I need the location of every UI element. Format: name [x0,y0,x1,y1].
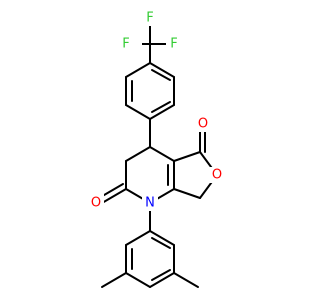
bonds [98,25,218,288]
bond-ar3-inner [151,269,171,281]
bond-ar1-inner [151,237,171,249]
structure-canvas: F F F O O O N [88,10,225,288]
atom-n: N [145,196,155,211]
bond-methyl-right [173,272,199,288]
bond-c2-o-a [101,188,127,204]
atom-f1: F [122,37,129,52]
atom-o-amide-carbonyl: O [91,196,101,211]
bond-ar3 [149,272,175,288]
bond-ph4 [125,104,151,120]
atom-o-lactone-carbonyl: O [198,117,208,132]
bond-ph1 [149,62,175,78]
bond-ar4 [125,272,151,288]
bond-c4a-c5 [173,151,201,162]
molecule-drawing: F F F O O O N [88,10,225,288]
bond-ph1-inner [151,69,171,81]
bond-ph6 [125,62,151,78]
bond-methyl-left [101,272,127,288]
bond-ph3 [149,104,175,120]
bond-c3-c4 [125,146,151,162]
bond-ar1 [149,230,175,246]
bond-ph3-inner [151,101,171,113]
atom-f2: F [146,11,153,26]
bond-c4-c4a [149,146,175,162]
bond-ar6 [125,230,151,246]
atom-o-ring: O [212,168,222,183]
atom-labels: F F F O O O N [88,10,225,211]
atom-f3: F [170,37,177,52]
bond-c7-c7a [173,188,201,199]
